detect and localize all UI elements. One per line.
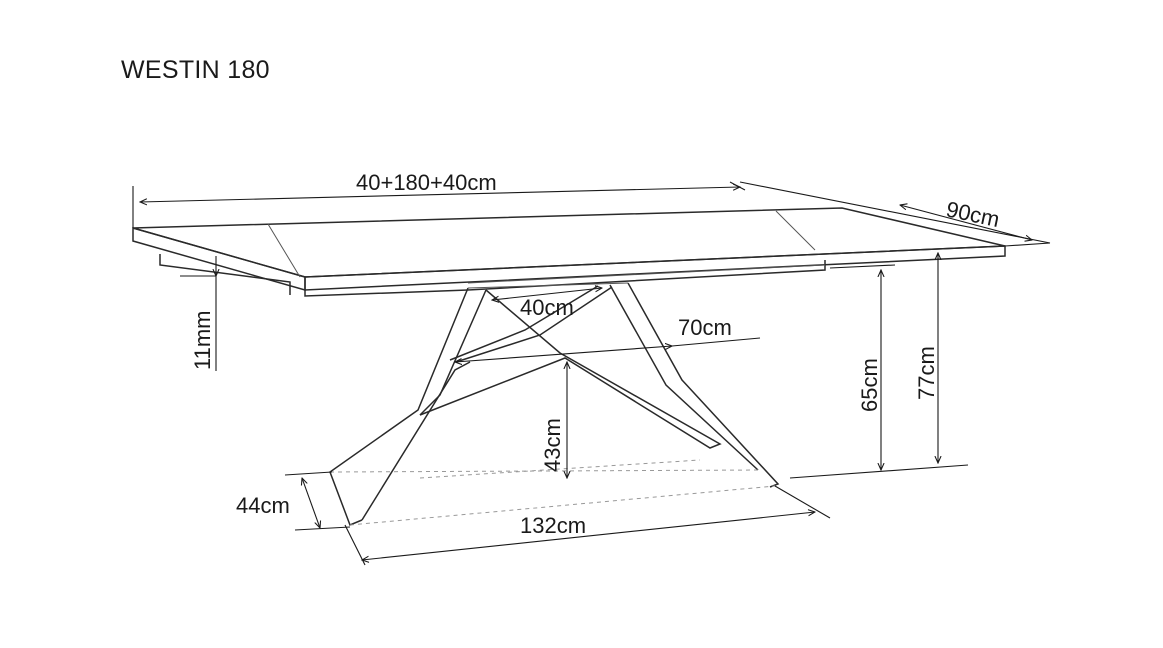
table-top <box>132 207 1006 297</box>
dim-total-length: 40+180+40cm <box>132 170 746 228</box>
dim-depth: 90cm <box>739 181 1051 244</box>
dim-frame-top-width: 40cm <box>492 288 602 320</box>
dim-label-foot-span: 132cm <box>520 513 586 538</box>
dim-label-cross-height: 43cm <box>540 418 565 472</box>
dim-label-depth: 90cm <box>944 196 1002 232</box>
dim-label-top-thickness: 11mm <box>190 311 215 371</box>
dim-foot-depth: 44cm <box>236 471 351 531</box>
dim-label-frame-top-width: 40cm <box>520 295 574 320</box>
dim-label-frame-height: 65cm <box>857 358 882 412</box>
diagram-title: WESTIN 180 <box>121 56 270 84</box>
dim-frame-height: 65cm <box>829 264 896 470</box>
dim-foot-span: 132cm <box>344 485 831 566</box>
floor-guides <box>329 459 776 526</box>
dim-top-thickness: 11mm <box>180 256 216 371</box>
dim-cross-height: 43cm <box>540 362 567 478</box>
dim-label-total-length: 40+180+40cm <box>356 170 497 195</box>
dim-total-height: 77cm <box>789 242 1051 479</box>
dim-label-foot-depth: 44cm <box>236 493 290 518</box>
dim-label-frame-mid-width: 70cm <box>678 315 732 340</box>
dim-label-total-height: 77cm <box>914 346 939 400</box>
dim-frame-mid-width: 70cm <box>455 315 761 362</box>
